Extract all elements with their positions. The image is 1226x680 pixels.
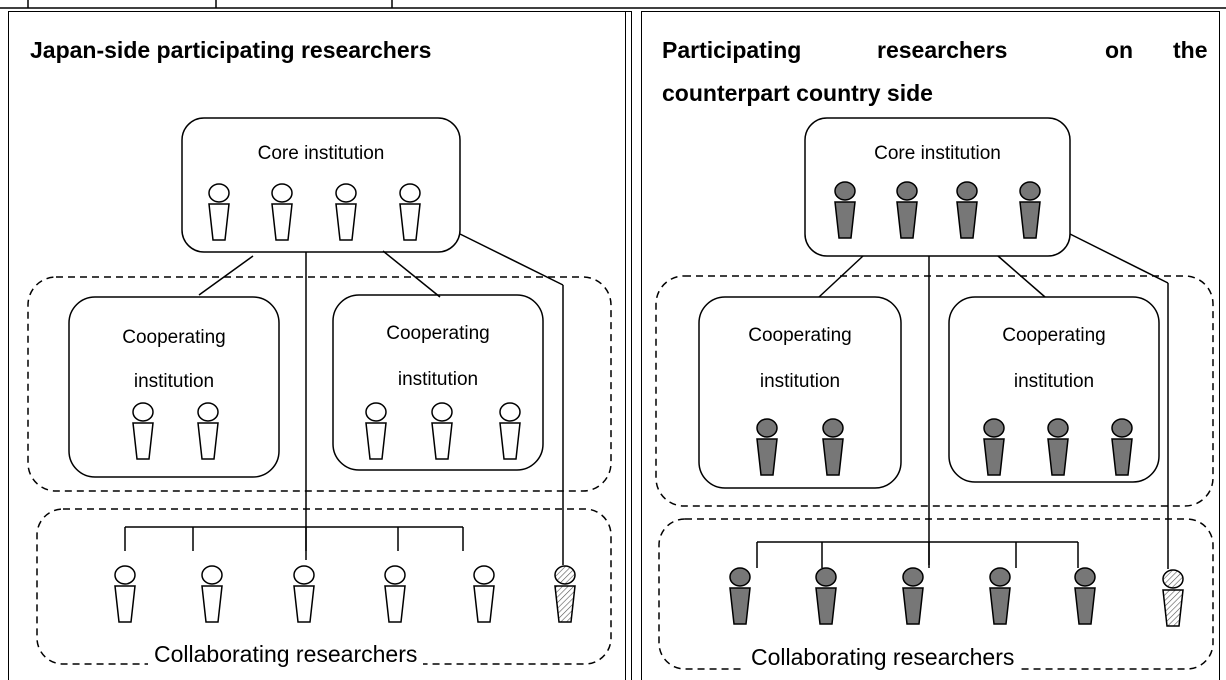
counterpart-collaborating-researcher-2-body xyxy=(815,587,837,625)
counterpart-core-researcher-4-head xyxy=(1019,181,1041,201)
japan-collaborating-researcher-1-head xyxy=(114,565,136,585)
counterpart-link-core-to-coop-left xyxy=(818,255,864,298)
counterpart-link-core-to-external xyxy=(1069,233,1169,284)
japan-core-researcher-2-body xyxy=(271,203,293,241)
japan-link-core-to-external xyxy=(459,233,564,286)
japan-core-institution-label: Core institution xyxy=(257,143,385,164)
counterpart-collaborating-researcher-3-body xyxy=(902,587,924,625)
japan-collaborating-researcher-5-head xyxy=(473,565,495,585)
japan-coop-right-researcher-1-head xyxy=(365,402,387,422)
counterpart-link-core-to-coop-right xyxy=(997,255,1046,298)
japan-coop-left-label-line1: Cooperating xyxy=(122,327,226,348)
counterpart-collaborating-researcher-1-body xyxy=(729,587,751,625)
counterpart-core-researcher-4-body xyxy=(1019,201,1041,239)
counterpart-collaborating-researcher-3-head xyxy=(902,567,924,587)
counterpart-title-word-1: Participating xyxy=(662,37,802,63)
japan-collaborating-researchers-label: Collaborating researchers xyxy=(148,640,424,668)
japan-collaborating-researcher-5-body xyxy=(473,585,495,623)
japan-coop-left-label-line2: institution xyxy=(133,371,215,392)
counterpart-cooperating-institution-left-box xyxy=(698,296,902,489)
japan-panel-frame xyxy=(8,11,632,680)
japan-coop-right-label-line2: institution xyxy=(397,369,479,390)
counterpart-coop-left-label-line1: Cooperating xyxy=(748,325,852,346)
japan-cooperating-group-boundary xyxy=(27,276,612,492)
japan-core-researcher-3-head xyxy=(335,183,357,203)
japan-collaborating-researcher-1-body xyxy=(114,585,136,623)
counterpart-external-collaborator-head xyxy=(1162,569,1184,589)
counterpart-collaborating-researcher-1-head xyxy=(729,567,751,587)
japan-external-collaborator-body xyxy=(554,585,576,623)
japan-collaborating-researcher-4-body xyxy=(384,585,406,623)
japan-collaborating-group-boundary xyxy=(36,508,612,665)
counterpart-title-word-3: on xyxy=(1105,37,1134,63)
japan-cooperating-institution-left-box xyxy=(68,296,280,478)
counterpart-coop-left-researcher-1-head xyxy=(756,418,778,438)
japan-collaborating-researcher-3-body xyxy=(293,585,315,623)
japan-core-researcher-1-head xyxy=(208,183,230,203)
counterpart-coop-left-researcher-1-body xyxy=(756,438,778,476)
japan-core-researcher-4-body xyxy=(399,203,421,241)
counterpart-coop-right-label-line2: institution xyxy=(1013,371,1095,392)
counterpart-coop-right-researcher-3-body xyxy=(1111,438,1133,476)
counterpart-core-institution-label: Core institution xyxy=(874,143,1001,164)
counterpart-core-researcher-1-head xyxy=(834,181,856,201)
counterpart-title-word-2: researchers xyxy=(877,37,1008,63)
counterpart-title-line2: counterpart country side xyxy=(662,80,933,106)
counterpart-core-researcher-2-head xyxy=(896,181,918,201)
japan-core-researcher-2-head xyxy=(271,183,293,203)
counterpart-core-researcher-3-head xyxy=(956,181,978,201)
counterpart-cooperating-institution-right-box xyxy=(948,296,1160,483)
counterpart-coop-left-researcher-2-body xyxy=(822,438,844,476)
japan-coop-right-researcher-2-head xyxy=(431,402,453,422)
counterpart-collaborating-researcher-5-body xyxy=(1074,587,1096,625)
counterpart-collaborating-researcher-4-body xyxy=(989,587,1011,625)
japan-core-researcher-3-body xyxy=(335,203,357,241)
japan-core-institution-box xyxy=(181,117,461,253)
counterpart-coop-right-researcher-1-body xyxy=(983,438,1005,476)
japan-core-researcher-1-body xyxy=(208,203,230,241)
japan-coop-left-researcher-1-head xyxy=(132,402,154,422)
japan-collaborating-researcher-4-head xyxy=(384,565,406,585)
counterpart-panel-frame xyxy=(641,11,1220,680)
counterpart-coop-right-researcher-3-head xyxy=(1111,418,1133,438)
panel-divider xyxy=(625,12,626,680)
counterpart-coop-left-researcher-2-head xyxy=(822,418,844,438)
japan-link-core-to-coop-right xyxy=(382,250,441,298)
counterpart-external-collaborator-body xyxy=(1162,589,1184,627)
japan-collaborating-researcher-2-head xyxy=(201,565,223,585)
top-table-edge xyxy=(0,0,1226,9)
counterpart-collaborating-researcher-2-head xyxy=(815,567,837,587)
counterpart-coop-right-researcher-1-head xyxy=(983,418,1005,438)
japan-coop-right-researcher-1-body xyxy=(365,422,387,460)
japan-core-researcher-4-head xyxy=(399,183,421,203)
japan-coop-left-researcher-2-body xyxy=(197,422,219,460)
counterpart-core-researcher-3-body xyxy=(956,201,978,239)
japan-side-title: Japan-side participating researchers xyxy=(30,37,432,63)
japan-coop-right-researcher-3-head xyxy=(499,402,521,422)
counterpart-coop-left-label-line2: institution xyxy=(759,371,841,392)
japan-coop-right-researcher-3-body xyxy=(499,422,521,460)
counterpart-collaborating-group-boundary xyxy=(658,518,1214,670)
japan-link-core-to-coop-left xyxy=(198,255,254,296)
counterpart-coop-right-label-line1: Cooperating xyxy=(1002,325,1106,346)
counterpart-core-researcher-2-body xyxy=(896,201,918,239)
counterpart-cooperating-group-boundary xyxy=(655,275,1214,507)
counterpart-collaborating-researcher-5-head xyxy=(1074,567,1096,587)
japan-external-collaborator-head xyxy=(554,565,576,585)
counterpart-coop-right-researcher-2-body xyxy=(1047,438,1069,476)
counterpart-core-researcher-1-body xyxy=(834,201,856,239)
japan-coop-left-researcher-1-body xyxy=(132,422,154,460)
counterpart-core-institution-box xyxy=(804,117,1071,257)
counterpart-collaborating-researcher-4-head xyxy=(989,567,1011,587)
japan-coop-left-researcher-2-head xyxy=(197,402,219,422)
japan-coop-right-researcher-2-body xyxy=(431,422,453,460)
counterpart-coop-right-researcher-2-head xyxy=(1047,418,1069,438)
counterpart-collaborating-researchers-label: Collaborating researchers xyxy=(745,643,1021,671)
japan-coop-right-label-line1: Cooperating xyxy=(386,323,490,344)
counterpart-title-word-4: the xyxy=(1173,37,1208,63)
japan-collaborating-researcher-2-body xyxy=(201,585,223,623)
japan-collaborating-researcher-3-head xyxy=(293,565,315,585)
